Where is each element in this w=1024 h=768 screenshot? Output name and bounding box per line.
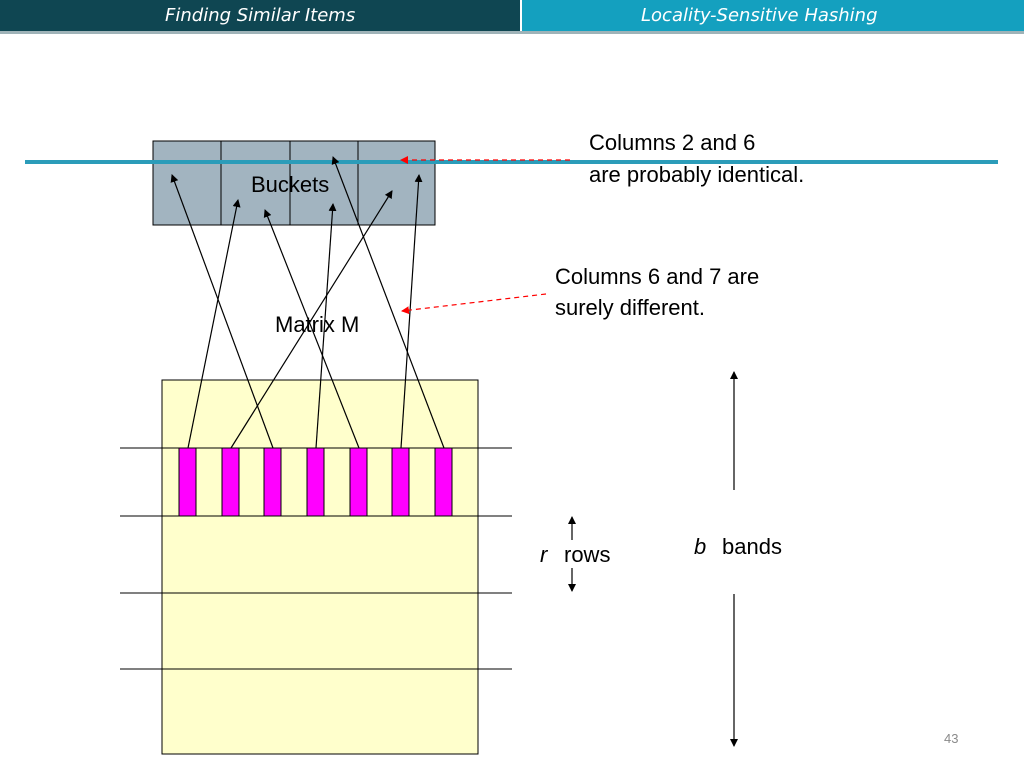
header-right-bar bbox=[522, 0, 1024, 31]
hash-arrow bbox=[187, 199, 241, 449]
page-number: 43 bbox=[944, 731, 959, 746]
band-column-6 bbox=[391, 447, 410, 517]
buckets-label: Buckets bbox=[251, 172, 330, 197]
note-identical-line2: are probably identical. bbox=[589, 162, 805, 187]
header-left-title: Finding Similar Items bbox=[165, 5, 356, 26]
hash-arrow bbox=[331, 156, 445, 449]
note-different-line2: surely different. bbox=[555, 295, 706, 320]
matrix-m bbox=[161, 379, 479, 755]
note-identical-line1: Columns 2 and 6 bbox=[589, 130, 756, 155]
band-column-7 bbox=[434, 447, 453, 517]
hash-arrow bbox=[170, 174, 274, 449]
hash-arrow bbox=[263, 209, 360, 449]
bands-label: bands bbox=[722, 534, 782, 559]
bucket-array bbox=[152, 140, 436, 226]
matrix-label: Matrix M bbox=[275, 312, 360, 337]
header-underline bbox=[0, 31, 1024, 34]
hash-arrow bbox=[400, 174, 423, 449]
band-column-2 bbox=[221, 447, 240, 517]
note-different-arrow bbox=[401, 293, 547, 315]
band-column-3 bbox=[263, 447, 282, 517]
band-column-4 bbox=[306, 447, 325, 517]
header-left-bar bbox=[0, 0, 520, 31]
header-right-title: Locality-Sensitive Hashing bbox=[641, 5, 878, 26]
note-different-line1: Columns 6 and 7 are bbox=[555, 264, 760, 289]
band-column-5 bbox=[349, 447, 368, 517]
hash-arrow bbox=[230, 190, 393, 449]
rows-variable: r bbox=[540, 542, 548, 567]
hash-arrow bbox=[315, 203, 337, 449]
band-column-1 bbox=[178, 447, 197, 517]
bands-variable: b bbox=[694, 534, 707, 559]
rows-label: rows bbox=[564, 542, 611, 567]
